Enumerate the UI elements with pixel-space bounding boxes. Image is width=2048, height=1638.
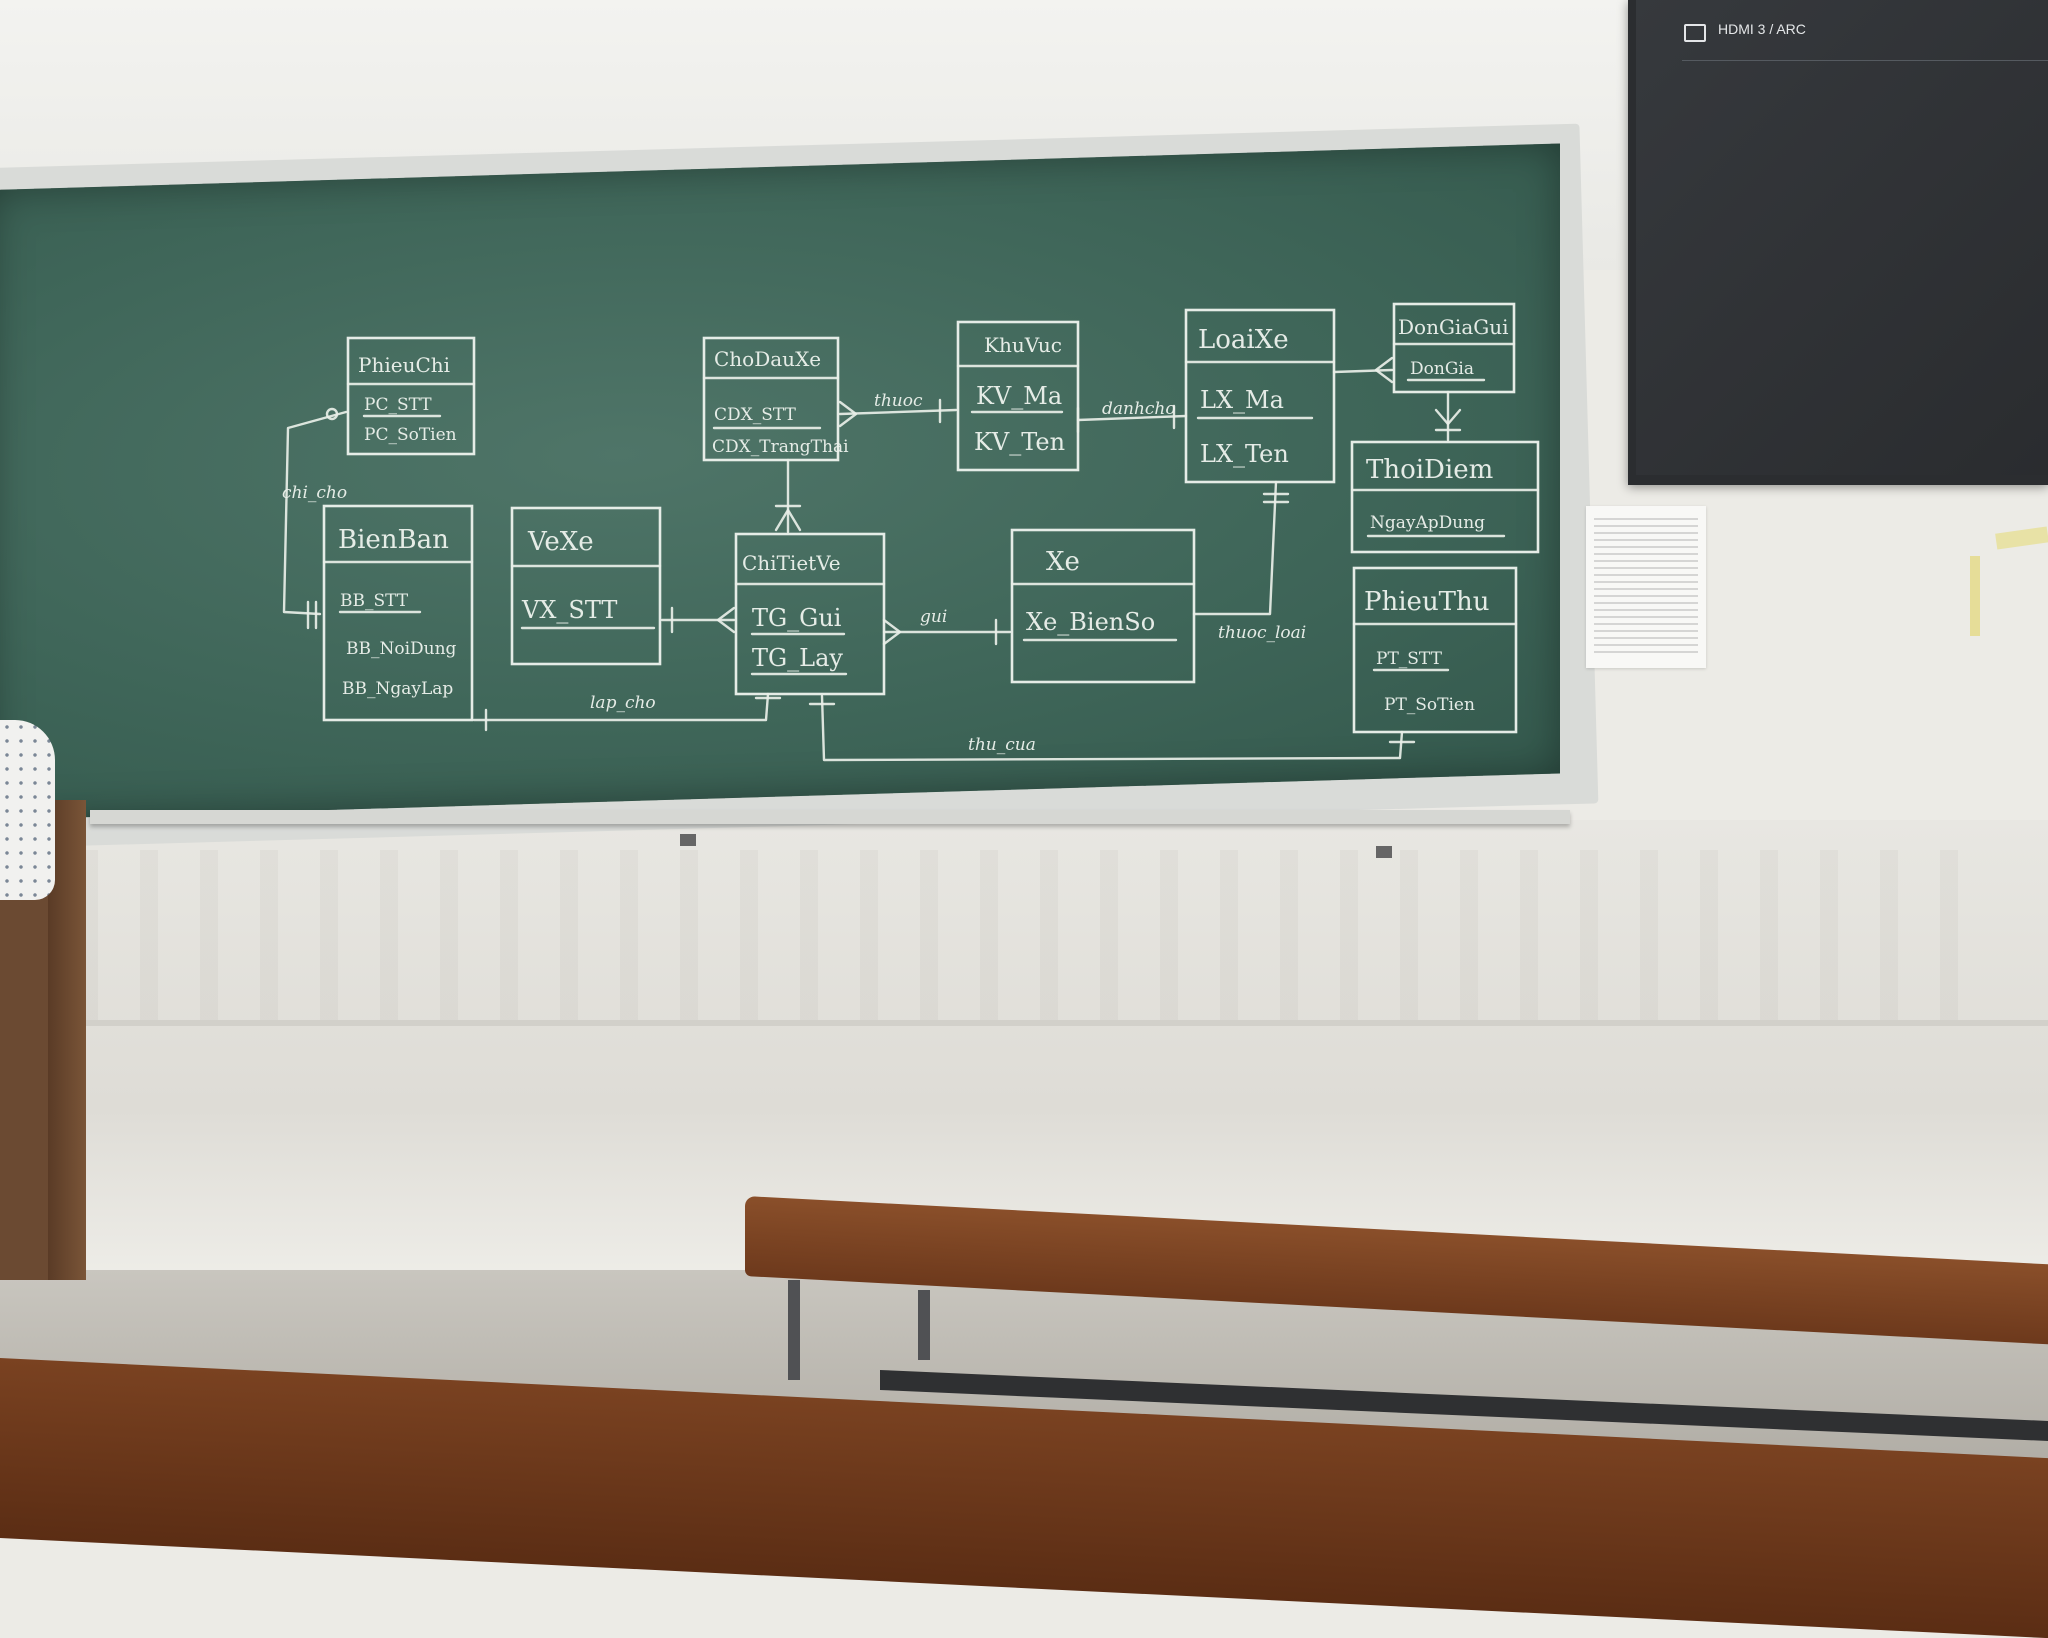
notice-text-lines xyxy=(1594,518,1698,658)
tape-strip xyxy=(1970,556,1980,636)
tv-input-banner xyxy=(1682,18,2048,61)
person-shoulder xyxy=(0,720,55,900)
tv-screen xyxy=(1636,0,2048,475)
desk-leg xyxy=(918,1290,930,1360)
chalkboard xyxy=(0,143,1560,821)
desk-leg xyxy=(788,1280,800,1380)
chalk-tray xyxy=(90,810,1570,824)
wall-scuff-marks xyxy=(80,850,1960,1020)
input-source-icon xyxy=(1684,24,1706,42)
tv-input-label: HDMI 3 / ARC xyxy=(1718,21,1806,37)
tray-bracket xyxy=(1376,846,1392,858)
wall-trim xyxy=(0,1020,2048,1026)
tape-strip xyxy=(1995,526,2048,550)
tray-bracket xyxy=(680,834,696,846)
